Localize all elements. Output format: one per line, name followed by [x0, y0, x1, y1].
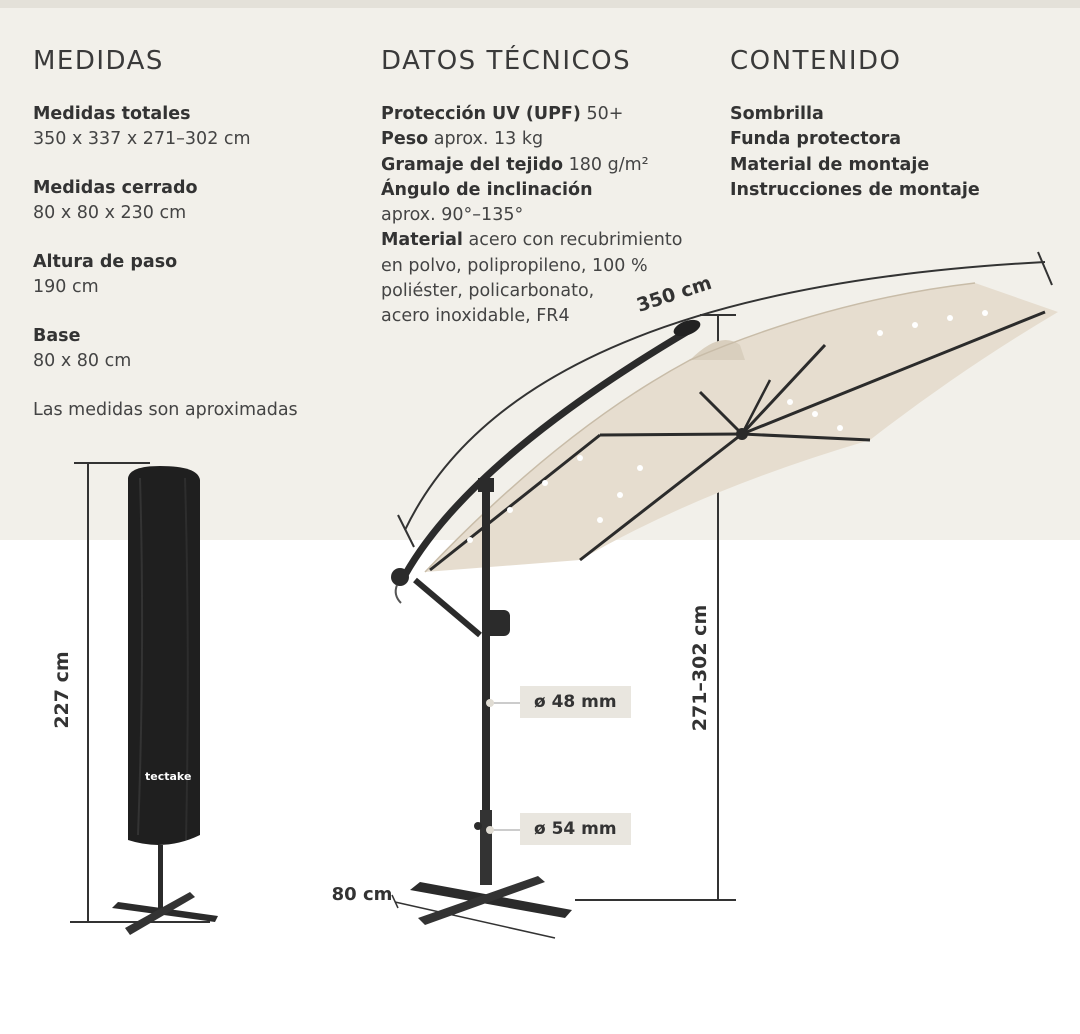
contenido-item-label: Sombrilla — [730, 104, 824, 124]
contenido-item-label: Material de montaje — [730, 154, 930, 175]
umbrella-arm — [391, 319, 701, 638]
peso-row: Peso aprox. 13 kg — [381, 127, 721, 152]
base-label: Base — [33, 326, 81, 346]
peso-label: Peso — [381, 129, 429, 150]
medidas-totales-label: Medidas totales — [33, 104, 191, 124]
medidas-totales-value: 350 x 337 x 271–302 cm — [33, 129, 251, 149]
uv-label: Protección UV (UPF) — [381, 104, 581, 124]
medidas-cerrado-value: 80 x 80 x 230 cm — [33, 203, 187, 223]
gramaje-row: Gramaje del tejido 180 g/m² — [381, 153, 721, 178]
material-line-4: acero inoxidable, FR4 — [381, 306, 570, 327]
contenido-item-montaje: Material de montaje — [730, 153, 1070, 178]
umbrella-base — [391, 876, 572, 939]
led-lights — [467, 310, 988, 543]
umbrella-canopy — [424, 282, 1058, 573]
gramaje-label: Gramaje del tejido — [381, 154, 564, 175]
uv-value: 50+ — [586, 104, 624, 124]
medidas-section: MEDIDAS Medidas totales 350 x 337 x 271–… — [33, 46, 363, 423]
altura-de-paso: Altura de paso 190 cm — [33, 250, 363, 300]
brand-logo: tectake — [145, 770, 192, 783]
width-dimension-arc — [397, 251, 1053, 548]
angulo-value: aprox. 90°–135° — [381, 205, 524, 226]
angulo-row: Ángulo de inclinación — [381, 178, 721, 203]
contenido-item-instrucciones: Instrucciones de montaje — [730, 178, 1070, 203]
covered-umbrella — [112, 466, 218, 935]
material-label: Material — [381, 230, 463, 251]
material-line-3: poliéster, policarbonato, — [381, 281, 595, 302]
angulo-label: Ángulo de inclinación — [381, 179, 593, 200]
top-background — [0, 0, 1080, 540]
contenido-item-funda: Funda protectora — [730, 127, 1070, 152]
uv-row: Protección UV (UPF) 50+ — [381, 102, 721, 127]
contenido-heading: CONTENIDO — [730, 46, 902, 76]
material-line-2: en polvo, polipropileno, 100 % — [381, 255, 648, 276]
datos-heading: DATOS TÉCNICOS — [381, 46, 632, 76]
medidas-cerrado-label: Medidas cerrado — [33, 178, 198, 198]
cover-dimension-label: 227 cm — [51, 651, 73, 728]
peso-value: aprox. 13 kg — [433, 129, 544, 150]
contenido-section: CONTENIDO Sombrilla Funda protectora Mat… — [730, 46, 1070, 203]
contenido-item-label: Instrucciones de montaje — [730, 179, 980, 200]
gramaje-value: 180 g/m² — [568, 154, 649, 175]
altura-de-paso-label: Altura de paso — [33, 252, 178, 272]
altura-de-paso-value: 190 cm — [33, 277, 99, 297]
medidas-totales: Medidas totales 350 x 337 x 271–302 cm — [33, 102, 363, 152]
umbrella-pole — [474, 478, 520, 885]
pole-lower-diameter-tag: ø 54 mm — [520, 813, 631, 845]
pole-upper-diameter-tag: ø 48 mm — [520, 686, 631, 718]
datos-section: DATOS TÉCNICOS Protección UV (UPF) 50+ P… — [381, 46, 721, 330]
medidas-cerrado: Medidas cerrado 80 x 80 x 230 cm — [33, 176, 363, 226]
top-strip — [0, 0, 1080, 8]
medidas-heading: MEDIDAS — [33, 46, 164, 76]
base-value: 80 x 80 cm — [33, 351, 132, 371]
medidas-note: Las medidas son aproximadas — [33, 400, 298, 420]
contenido-item-sombrilla: Sombrilla — [730, 102, 1070, 127]
height-dimension-label: 271–302 cm — [689, 605, 711, 732]
contenido-item-label: Funda protectora — [730, 129, 902, 150]
material-line-1: acero con recubrimiento — [468, 230, 683, 251]
material-row: Material acero con recubrimiento — [381, 228, 721, 253]
base-dimension-label: 80 cm — [332, 884, 393, 905]
width-dimension-label: 350 cm — [634, 272, 714, 317]
base: Base 80 x 80 cm — [33, 324, 363, 374]
